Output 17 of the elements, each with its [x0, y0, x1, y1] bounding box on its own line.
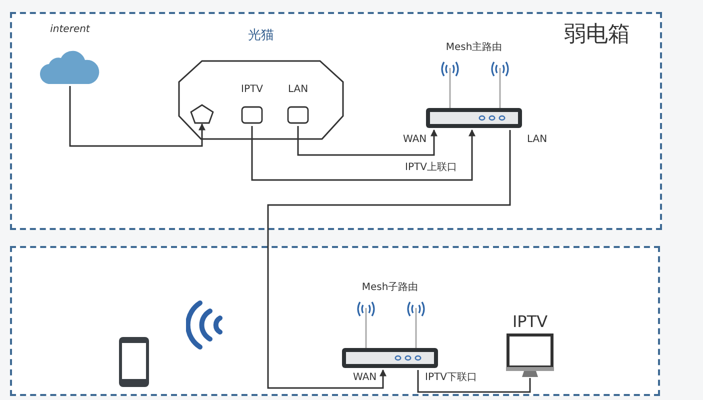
dashed-region	[10, 12, 662, 230]
edge-label: IPTV上联口	[404, 162, 458, 174]
connector-line	[69, 86, 206, 147]
connector-line	[251, 126, 476, 181]
modem-label: 光猫	[248, 28, 274, 44]
dashed-region	[10, 246, 660, 396]
cloud-label: interent	[50, 24, 90, 36]
router-label: Mesh子路由	[362, 282, 418, 294]
port-label: IPTV	[241, 84, 263, 96]
connector-line	[417, 370, 531, 393]
connector-line	[267, 130, 511, 389]
region-title: 弱电箱	[564, 22, 630, 48]
tv-label: IPTV	[512, 312, 548, 332]
port-label: LAN	[288, 84, 308, 96]
connector-line	[297, 126, 438, 156]
edge-label: IPTV下联口	[424, 372, 478, 384]
router-label: Mesh主路由	[446, 42, 502, 54]
